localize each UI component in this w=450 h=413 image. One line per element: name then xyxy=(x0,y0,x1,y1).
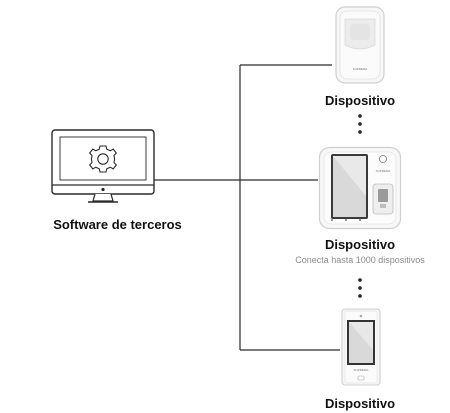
device-3-image: SUPREMA xyxy=(341,308,381,386)
device-2-note: Conecta hasta 1000 dispositivos xyxy=(295,255,425,265)
computer-node xyxy=(50,128,160,204)
device-1-image: SUPREMA xyxy=(334,5,386,85)
vertical-ellipsis-icon xyxy=(356,276,364,302)
device-3-brand: SUPREMA xyxy=(353,368,369,372)
vertical-ellipsis-icon xyxy=(356,112,364,138)
device-1-brand: SUPREMA xyxy=(352,67,368,71)
computer-with-gear-icon xyxy=(51,129,155,203)
device-3-label: Dispositivo xyxy=(324,396,396,411)
device-2-image: SUPREMA xyxy=(318,146,402,230)
software-label: Software de terceros xyxy=(53,217,182,232)
device-1-label: Dispositivo xyxy=(324,93,396,108)
device-2-label: Dispositivo xyxy=(324,237,396,252)
device-2-brand: SUPREMA xyxy=(375,169,391,173)
